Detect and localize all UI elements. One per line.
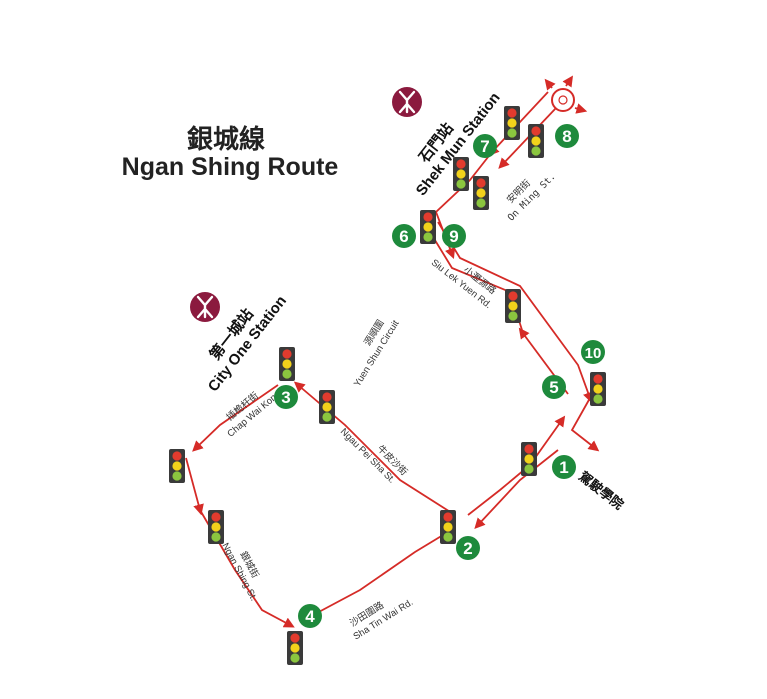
traffic-signal-icon bbox=[528, 124, 544, 158]
stop-marker-2: 2 bbox=[456, 536, 480, 560]
roundabout-icon bbox=[544, 75, 588, 114]
route-segment-ngan-shing-a bbox=[185, 457, 204, 516]
traffic-signal-icon bbox=[504, 106, 520, 140]
route-segment-school-in bbox=[570, 397, 600, 452]
svg-text:8: 8 bbox=[562, 127, 571, 146]
route-segment-chap-wai-kon bbox=[192, 384, 279, 452]
driving-school-label: 駕駛學院 bbox=[576, 469, 627, 514]
stop-marker-10: 10 bbox=[581, 340, 605, 364]
traffic-signal-icon bbox=[319, 390, 335, 424]
stop-markers: 1 2 3 4 5 6 7 8 9 10 bbox=[274, 124, 605, 628]
traffic-signal-icon bbox=[473, 176, 489, 210]
svg-text:5: 5 bbox=[549, 378, 558, 397]
stop-marker-6: 6 bbox=[392, 224, 416, 248]
route-segment-2-to-1 bbox=[467, 415, 566, 516]
traffic-signal-icon bbox=[453, 157, 469, 191]
svg-text:10: 10 bbox=[585, 345, 602, 362]
svg-text:4: 4 bbox=[305, 607, 315, 626]
svg-text:2: 2 bbox=[463, 539, 472, 558]
stop-marker-1: 1 bbox=[552, 455, 576, 479]
route-segment-1-to-2 bbox=[474, 449, 559, 529]
traffic-signal-icon bbox=[287, 631, 303, 665]
svg-text:9: 9 bbox=[449, 227, 458, 246]
stop-marker-5: 5 bbox=[542, 375, 566, 399]
stop-marker-9: 9 bbox=[442, 224, 466, 248]
traffic-signal-icon bbox=[169, 449, 185, 483]
traffic-signal-icon bbox=[208, 510, 224, 544]
traffic-signal-icon bbox=[440, 510, 456, 544]
traffic-signal-icon bbox=[505, 289, 521, 323]
stop-marker-3: 3 bbox=[274, 385, 298, 409]
traffic-signal-icon bbox=[590, 372, 606, 406]
traffic-signal-icon bbox=[521, 442, 537, 476]
traffic-signal-icon bbox=[420, 210, 436, 244]
station-city-one: 第一城站 City One Station bbox=[190, 292, 290, 395]
route-segment-sha-tin-wai bbox=[299, 529, 453, 623]
svg-text:3: 3 bbox=[281, 388, 290, 407]
svg-text:1: 1 bbox=[559, 458, 568, 477]
svg-text:6: 6 bbox=[399, 227, 408, 246]
route-segment-loop bbox=[488, 91, 549, 156]
svg-text:7: 7 bbox=[480, 137, 489, 156]
stop-marker-4: 4 bbox=[298, 604, 322, 628]
stop-marker-7: 7 bbox=[473, 134, 497, 158]
traffic-signal-icon bbox=[279, 347, 295, 381]
route-title-en: Ngan Shing Route bbox=[122, 153, 339, 181]
stop-marker-8: 8 bbox=[555, 124, 579, 148]
route-title-zh: 銀城線 bbox=[187, 124, 265, 155]
